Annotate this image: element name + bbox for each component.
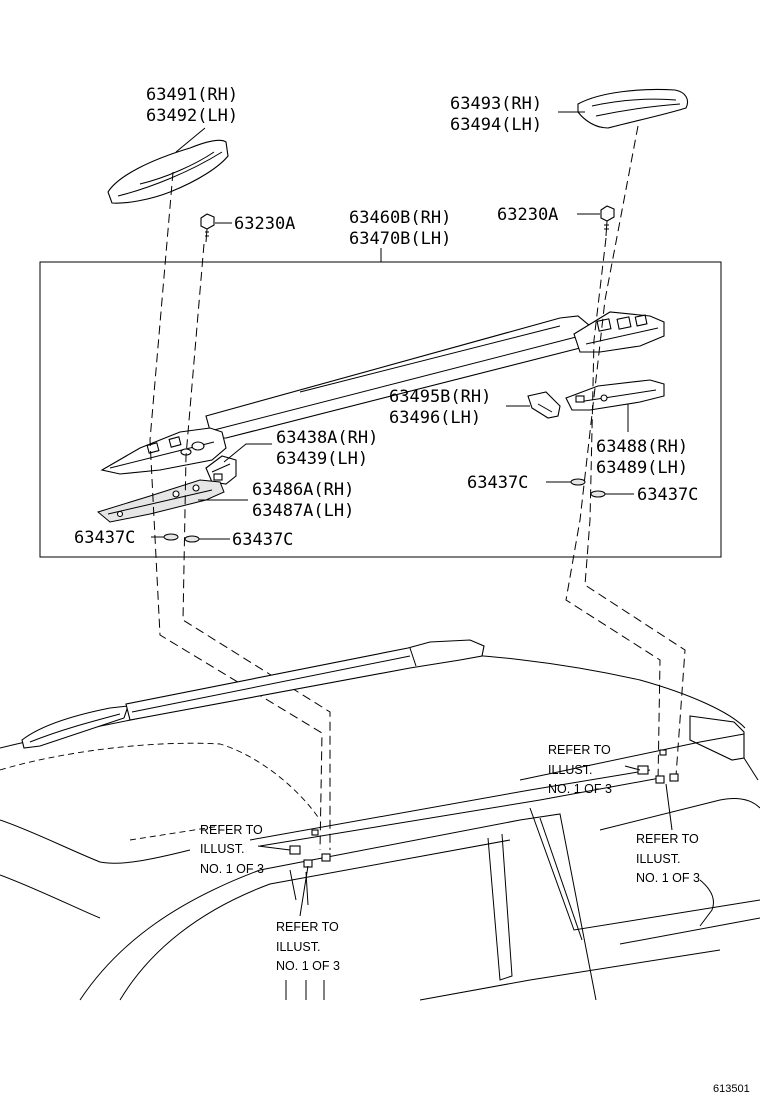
ref-bottom-line1: REFER TO — [276, 920, 339, 934]
washer-rear-lower-label: 63437C — [637, 485, 698, 505]
front-end-cover-rh-label: 63491(RH) — [146, 85, 238, 105]
center-cover-lh-label: 63496(LH) — [389, 408, 481, 428]
ref-upper-right-line1: REFER TO — [548, 743, 611, 757]
ref-center-left-line2: ILLUST. — [200, 842, 244, 856]
front-support-lh-label: 63439(LH) — [276, 449, 368, 469]
rear-end-cover-lh-label: 63494(LH) — [450, 115, 542, 135]
ref-right-lower-line3: NO. 1 OF 3 — [636, 871, 700, 885]
pad-part — [96, 479, 225, 523]
washer-front-right-label: 63437C — [232, 530, 293, 550]
rear-end-cover-rh-label: 63493(RH) — [450, 94, 542, 114]
center-cover-rh-label: 63495B(RH) — [389, 387, 491, 407]
bolt-right-part — [600, 205, 615, 237]
clip-parts — [289, 749, 679, 868]
figure-number: 613501 — [713, 1083, 750, 1095]
ref-center-left-line1: REFER TO — [200, 823, 263, 837]
pad-rh-label: 63486A(RH) — [252, 480, 354, 500]
roof-rail-part — [100, 311, 665, 475]
alignment-dashed-lines — [149, 125, 686, 851]
ref-upper-right-line2: ILLUST. — [548, 763, 592, 777]
ref-bottom-line2: ILLUST. — [276, 940, 320, 954]
rail-rh-label: 63460B(RH) — [349, 208, 451, 228]
vehicle-body-outline — [0, 639, 760, 1001]
washer-rear-lower-part — [590, 490, 606, 498]
ref-right-lower-line1: REFER TO — [636, 832, 699, 846]
front-end-cover-part — [107, 139, 229, 204]
bolt-left-label: 63230A — [234, 214, 295, 234]
washer-front-left-part — [163, 533, 179, 541]
bolt-right-label: 63230A — [497, 205, 558, 225]
ref-center-left-line3: NO. 1 OF 3 — [200, 862, 264, 876]
ref-bottom-line3: NO. 1 OF 3 — [276, 959, 340, 973]
center-cover-part — [527, 391, 561, 419]
rear-end-cover-part — [577, 88, 689, 129]
washer-front-right-part — [184, 535, 200, 543]
rear-support-lh-label: 63489(LH) — [596, 458, 688, 478]
front-support-leader — [223, 443, 272, 463]
washer-rear-upper-part — [570, 478, 586, 486]
washer-rear-upper-label: 63437C — [467, 473, 528, 493]
ref-upper-right-line3: NO. 1 OF 3 — [548, 782, 612, 796]
reference-leaders — [257, 765, 673, 917]
front-end-cover-leader — [175, 127, 206, 153]
rail-lh-label: 63470B(LH) — [349, 229, 451, 249]
bolt-left-part — [200, 213, 215, 243]
rear-support-part — [565, 379, 665, 411]
front-support-rh-label: 63438A(RH) — [276, 428, 378, 448]
pad-lh-label: 63487A(LH) — [252, 501, 354, 521]
ref-right-lower-line2: ILLUST. — [636, 852, 680, 866]
washer-front-left-label: 63437C — [74, 528, 135, 548]
front-end-cover-lh-label: 63492(LH) — [146, 106, 238, 126]
rear-support-rh-label: 63488(RH) — [596, 437, 688, 457]
